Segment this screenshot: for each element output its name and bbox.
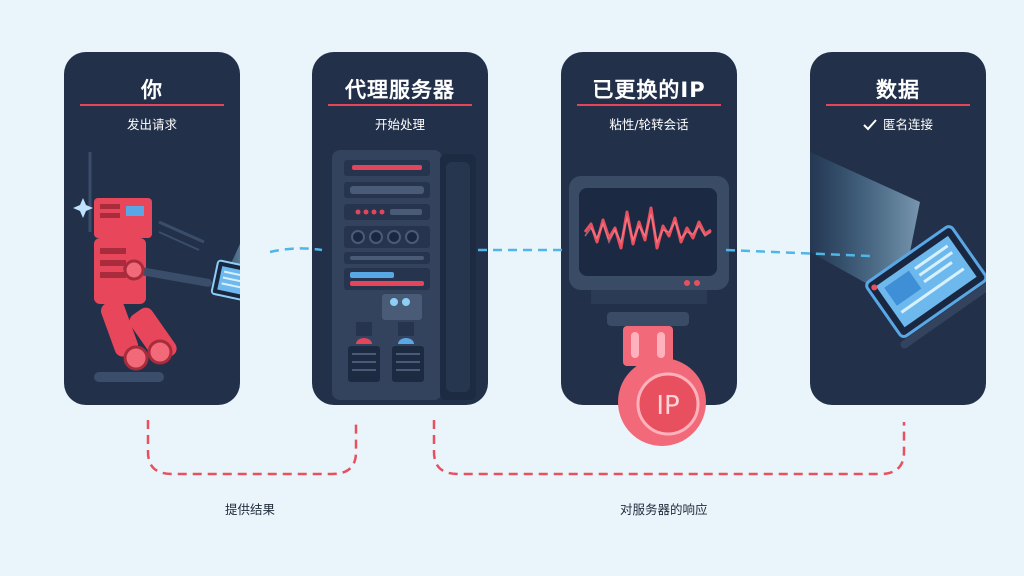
step-card-changed-ip: 已更换的IP 粘性/轮转会话 (561, 52, 737, 405)
step-title: 你 (141, 78, 163, 102)
step-title: 已更换的IP (592, 78, 706, 102)
ip-monitor-illustration (569, 176, 729, 366)
step-subtitle: 发出请求 (126, 117, 177, 132)
server-response-label: 对服务器的响应 (620, 502, 708, 517)
step-card-proxy-server: 代理服务器 开始处理 (312, 52, 488, 405)
step-card-data: 数据 匿名连接 (810, 52, 986, 405)
return-results-label: 提供结果 (225, 502, 276, 517)
step-title: 代理服务器 (345, 78, 455, 102)
checkmark-icon (863, 119, 877, 131)
title-underline (328, 104, 472, 106)
step-card-you: 你 发出请求 (64, 52, 240, 405)
step-subtitle: 粘性/轮转会话 (609, 117, 689, 132)
title-underline (577, 104, 721, 106)
robot-with-laptop-illustration (73, 152, 240, 382)
step-subtitle: 开始处理 (374, 117, 425, 132)
step-title: 数据 (876, 78, 920, 102)
title-underline (826, 104, 970, 106)
step-subtitle: 匿名连接 (810, 114, 986, 133)
title-underline (80, 104, 224, 106)
server-rack-illustration (332, 150, 476, 400)
return-flow-lines (146, 420, 906, 476)
step-subtitle-text: 匿名连接 (882, 117, 933, 132)
laptop-anonymous-illustration (810, 152, 986, 349)
